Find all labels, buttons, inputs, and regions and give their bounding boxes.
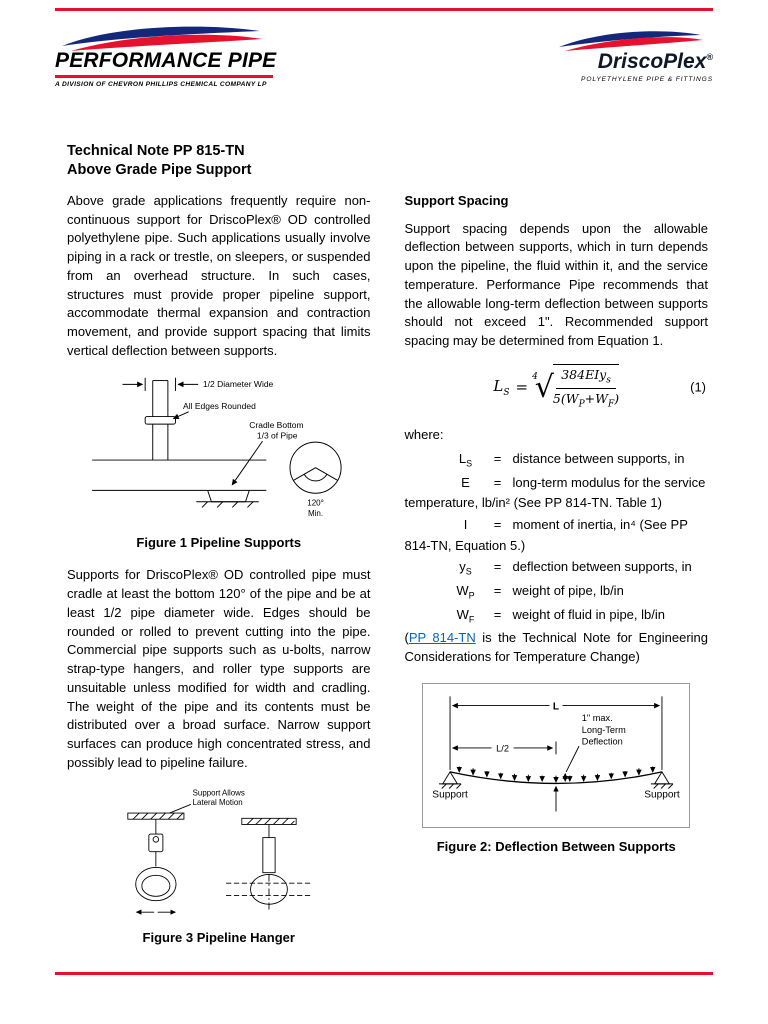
- content: Above grade applications frequently requ…: [67, 192, 708, 962]
- equals-sign: =: [515, 377, 529, 396]
- figure-3: Support Allows Lateral Motion Figure 3 P…: [67, 785, 371, 948]
- registered-mark: ®: [706, 52, 713, 62]
- load-arrows: [456, 765, 656, 783]
- where-entry-wf: WF=weight of fluid in pipe, lb/in: [456, 606, 665, 625]
- equation-fraction: 384EIys 5(WP+WF): [552, 363, 620, 412]
- equation-number: (1): [690, 379, 706, 395]
- lateral-motion-label-1: Support Allows: [192, 789, 244, 798]
- pp-wordmark: PERFORMANCE PIPE: [55, 49, 277, 72]
- figure-1-caption: Figure 1 Pipeline Supports: [136, 534, 302, 550]
- where-entry-e: E=long-term modulus for the service temp…: [404, 474, 706, 511]
- dp-wordmark: DriscoPlex®: [597, 50, 713, 73]
- figure-2-caption: Figure 2: Deflection Between Supports: [436, 839, 676, 855]
- right-column: Support Spacing Support spacing depends …: [405, 192, 709, 962]
- figure-1-diagram: 1/2 Diameter Wide All Edges Rounded Crad…: [91, 378, 342, 518]
- bottom-rule: [55, 972, 713, 975]
- edges-rounded-label: All Edges Rounded: [183, 401, 256, 411]
- figure-2-diagram: L 1" max. Long-Term Deflection L/2 Suppo…: [433, 695, 680, 812]
- figure-1: 1/2 Diameter Wide All Edges Rounded Crad…: [67, 373, 371, 552]
- reference-note: (PP 814-TN is the Technical Note for Eng…: [404, 630, 709, 664]
- title-line-2: Above Grade Pipe Support: [67, 161, 252, 178]
- equation-radical-group: 4 √ 384EIys 5(WP+WF): [532, 363, 620, 412]
- where-entry-wp: WP=weight of pipe, lb/in: [456, 583, 624, 601]
- support-spacing-heading: Support Spacing: [404, 193, 509, 208]
- half-diameter-label: 1/2 Diameter Wide: [203, 380, 274, 390]
- figure-2: L 1" max. Long-Term Deflection L/2 Suppo…: [405, 682, 709, 857]
- max-deflection-label: 1" max.: [582, 713, 613, 723]
- equation-1: LS = 4 √ 384EIys 5(WP+WF) (1): [405, 363, 709, 412]
- long-term-label: Long-Term: [582, 725, 626, 735]
- pp-tagline: A DIVISION OF CHEVRON PHILLIPS CHEMICAL …: [55, 81, 267, 88]
- half-span-label: L/2: [496, 743, 509, 753]
- figure-2-frame: L 1" max. Long-Term Deflection L/2 Suppo…: [422, 682, 691, 829]
- lateral-motion-label-2: Lateral Motion: [192, 799, 242, 808]
- performance-pipe-logo: PERFORMANCE PIPE A DIVISION OF CHEVRON P…: [55, 22, 280, 88]
- radical-sign: √: [534, 370, 554, 406]
- support-spacing-paragraph: Support spacing depends upon the allowab…: [404, 220, 709, 349]
- pp-red-bar: [55, 75, 273, 78]
- root-index: 4: [532, 372, 538, 383]
- support-requirements-paragraph: Supports for DriscoPlex® OD controlled p…: [67, 567, 371, 770]
- fraction-denominator: 5(WP+WF): [552, 391, 620, 410]
- pipe-support-drawing: [91, 378, 342, 509]
- min-label: Min.: [308, 509, 323, 518]
- angle-label: 120°: [307, 499, 324, 508]
- support-right-label: Support: [644, 789, 680, 800]
- cradle-label-1: Cradle Bottom: [249, 420, 303, 430]
- support-left-label: Support: [433, 789, 469, 800]
- where-entry-ys: yS=deflection between supports, in: [459, 559, 692, 578]
- deflection-drawing: [439, 695, 674, 812]
- title-line-1: Technical Note PP 815-TN: [67, 143, 245, 159]
- header: PERFORMANCE PIPE A DIVISION OF CHEVRON P…: [55, 22, 713, 88]
- dp-tagline: POLYETHYLENE PIPE & FITTINGS: [581, 76, 713, 83]
- dp-swoosh-icon: [559, 31, 703, 51]
- equation-lhs: LS: [493, 376, 510, 398]
- left-column: Above grade applications frequently requ…: [67, 192, 371, 962]
- cradle-label-2: 1/3 of Pipe: [257, 431, 298, 441]
- intro-paragraph: Above grade applications frequently requ…: [67, 193, 371, 358]
- document-title: Technical Note PP 815-TN Above Grade Pip…: [67, 142, 252, 180]
- fraction-numerator: 384EIys: [556, 366, 616, 390]
- deflection-label: Deflection: [582, 736, 623, 746]
- figure-3-caption: Figure 3 Pipeline Hanger: [142, 930, 295, 946]
- where-entry-i: I=moment of inertia, in⁴ (See PP 814-TN,…: [404, 517, 688, 553]
- where-entry-ls: LS=distance between supports, in: [458, 451, 685, 469]
- where-list: LS=distance between supports, in E=long-…: [405, 450, 709, 626]
- figure-3-diagram: Support Allows Lateral Motion: [127, 789, 312, 916]
- driscoplex-logo: DriscoPlex® POLYETHYLENE PIPE & FITTINGS: [518, 22, 713, 83]
- span-label: L: [553, 701, 559, 712]
- where-label: where:: [404, 426, 444, 442]
- hanger-drawing: [127, 804, 312, 916]
- pp-swoosh-icon: [62, 26, 262, 51]
- top-rule: [55, 8, 713, 11]
- pp-814-tn-link[interactable]: PP 814-TN: [408, 630, 476, 646]
